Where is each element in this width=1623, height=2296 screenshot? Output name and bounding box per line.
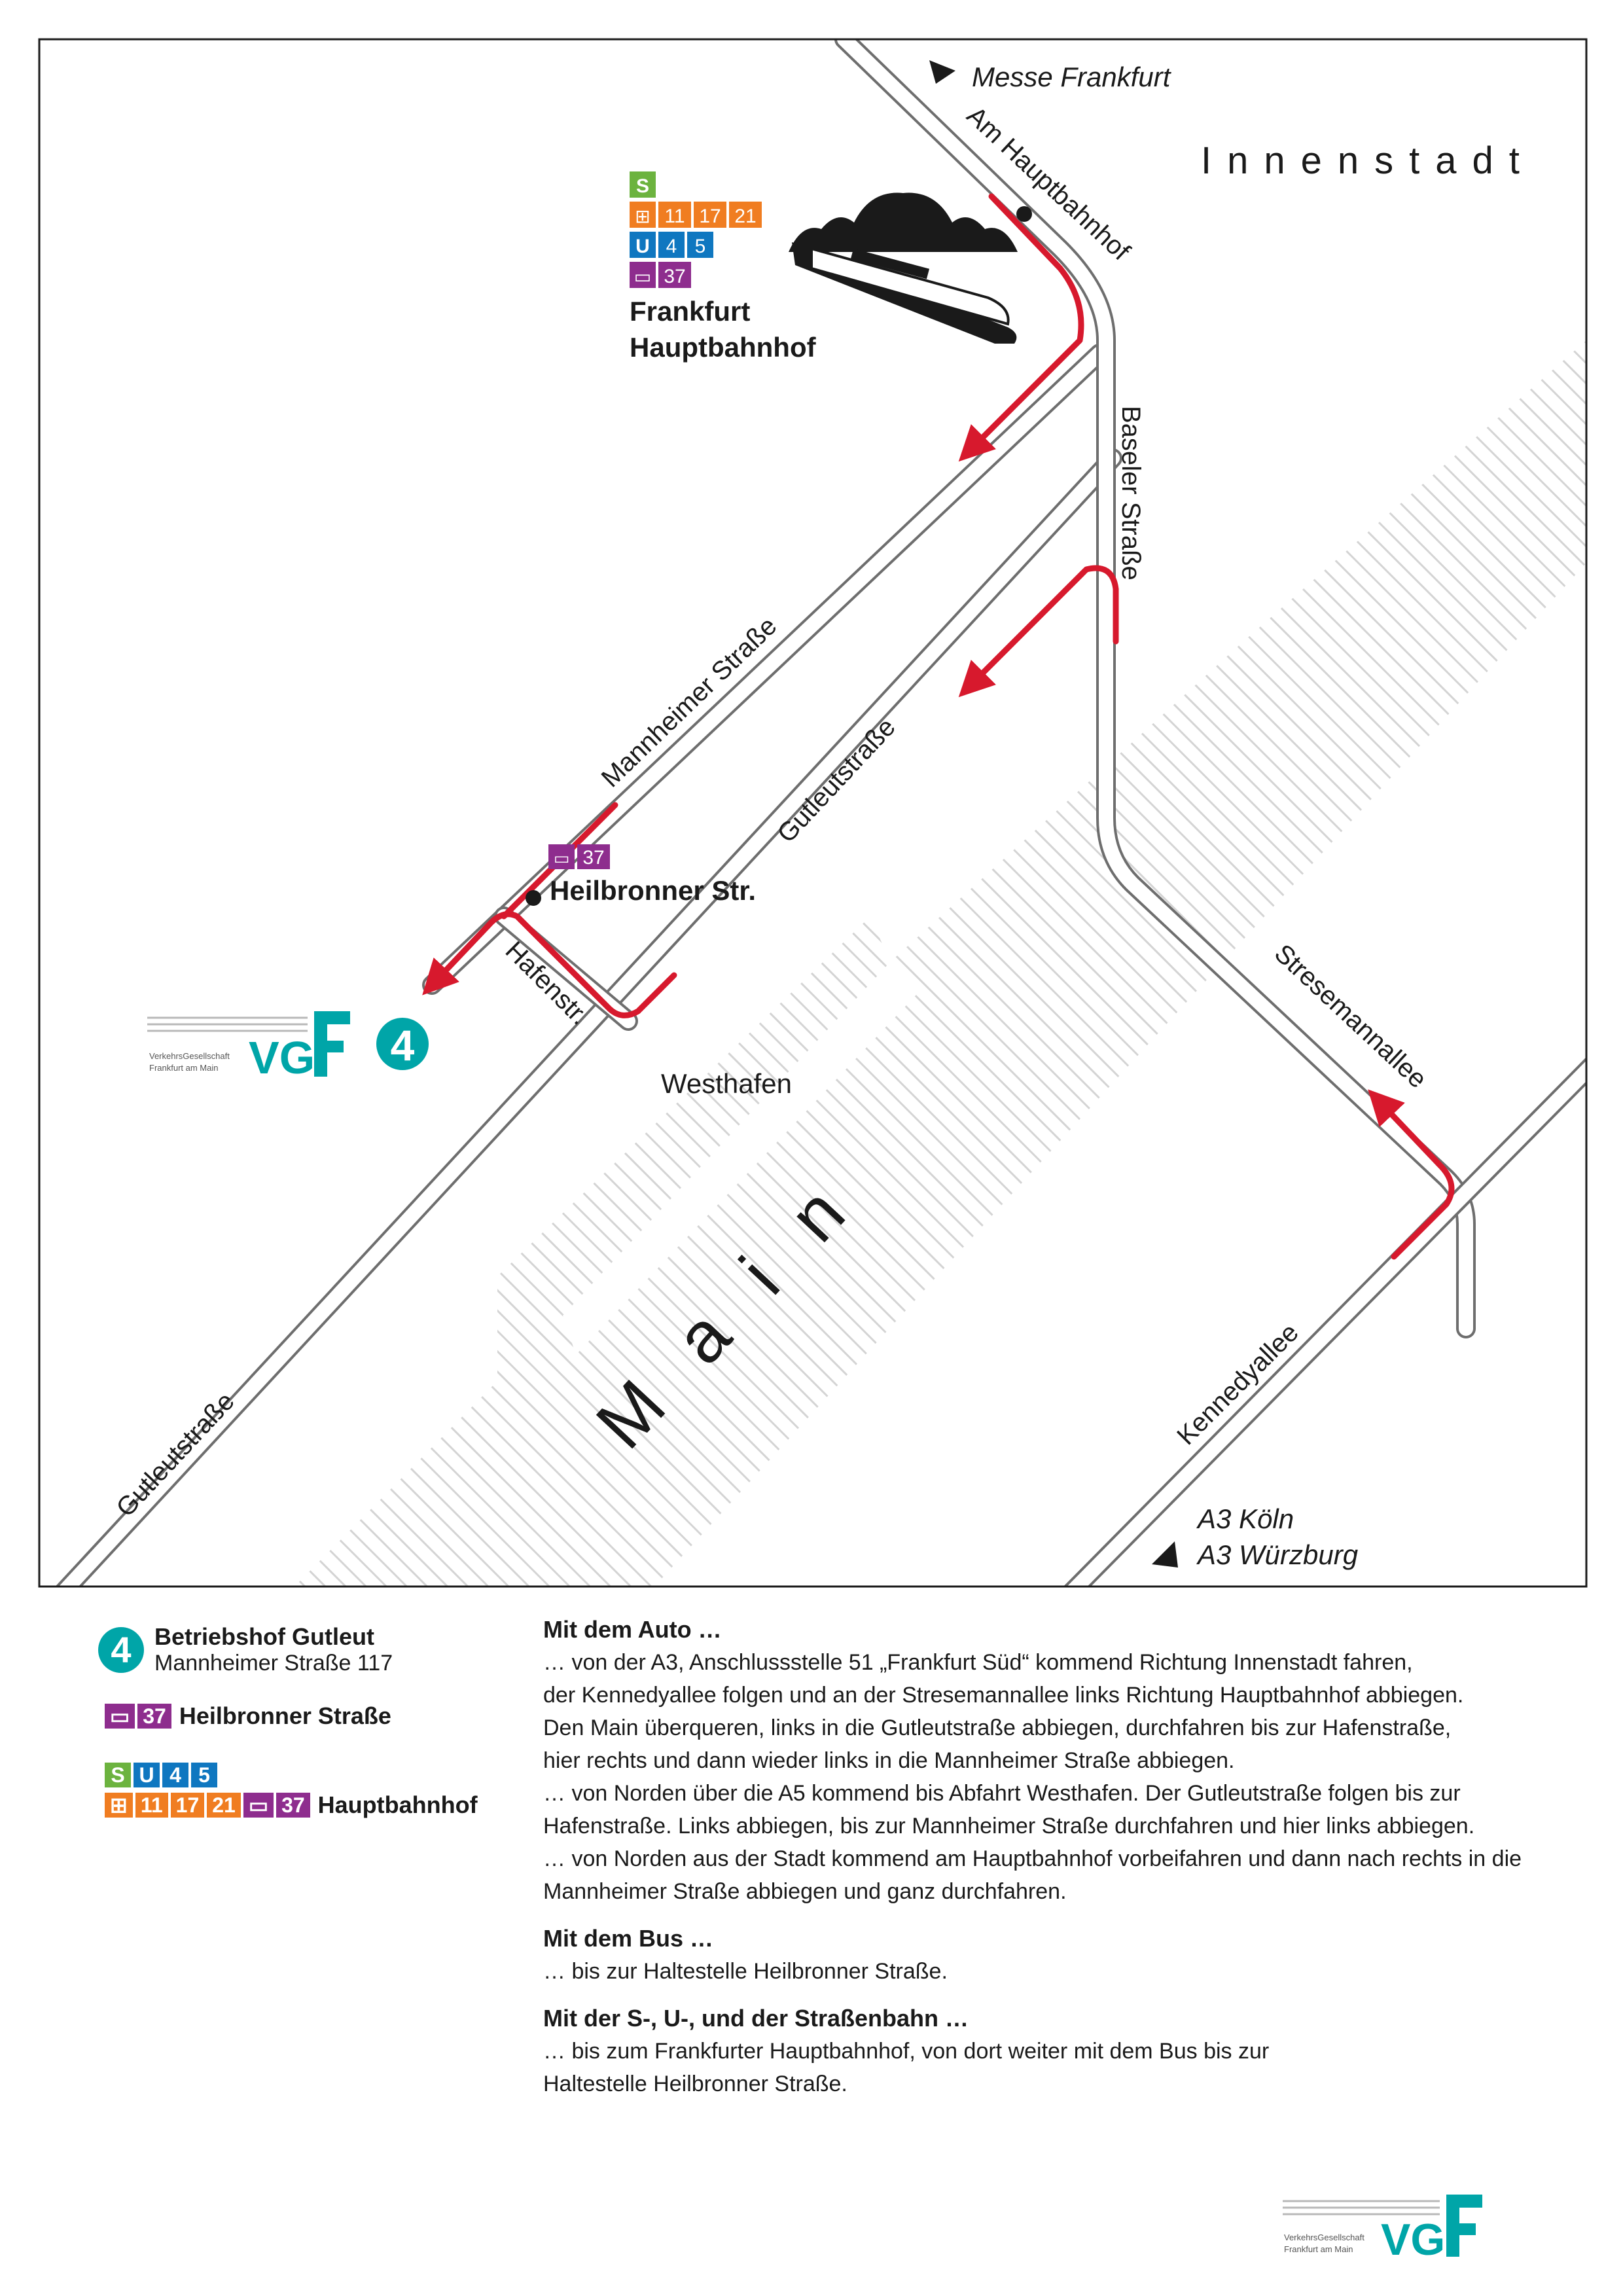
label-heilbronner-str: Heilbronner Str. bbox=[550, 875, 756, 906]
label-gutleutstrasse-lower: Gutleutstraße bbox=[111, 1387, 240, 1522]
arrow-a3-icon bbox=[1152, 1541, 1178, 1568]
stop-dot-hauptbahnhof bbox=[1016, 206, 1032, 222]
legend-bus: ▭ 37 Heilbronner Straße bbox=[105, 1702, 517, 1730]
legend-site-name: Betriebshof Gutleut bbox=[154, 1623, 375, 1650]
legend-tram-17: 17 bbox=[170, 1793, 205, 1818]
legend-u-4: 4 bbox=[162, 1763, 188, 1787]
car-line: … von Norden aus der Stadt kommend am Ha… bbox=[543, 1846, 1522, 1871]
badge-bus-37: 37 bbox=[664, 266, 685, 287]
label-a3-koeln: A3 Köln bbox=[1196, 1503, 1294, 1534]
road-gutleutstrasse bbox=[55, 448, 1122, 1587]
map-logo-line2: Frankfurt am Main bbox=[149, 1063, 218, 1073]
car-line: Den Main überqueren, links in die Gutleu… bbox=[543, 1715, 1452, 1740]
arrow-messe-icon bbox=[929, 60, 955, 84]
route-hauptbahnhof bbox=[958, 193, 1084, 462]
station-name-line2: Hauptbahnhof bbox=[630, 332, 817, 363]
car-line: Mannheimer Straße abbiegen und ganz durc… bbox=[543, 1879, 1067, 1904]
car-text: … von der A3, Anschlussstelle 51 „Frankf… bbox=[543, 1646, 1558, 1908]
legend-station: Hauptbahnhof bbox=[317, 1791, 478, 1818]
badge-tram-11: 11 bbox=[664, 206, 685, 227]
legend-rail-row1: S U 4 5 bbox=[105, 1763, 517, 1787]
bottom-logo-line2: Frankfurt am Main bbox=[1284, 2244, 1353, 2254]
legend-bus-stop: Heilbronner Straße bbox=[179, 1702, 391, 1729]
rail-line: Haltestelle Heilbronner Straße. bbox=[543, 2072, 847, 2096]
rail-heading: Mit der S-, U-, und der Straßenbahn … bbox=[543, 2005, 969, 2032]
road-kennedyallee bbox=[1063, 1056, 1586, 1587]
route-stresemannallee bbox=[1368, 1089, 1455, 1260]
legend-rail-row2: ⊞ 11 17 21 ▭ 37 Hauptbahnhof bbox=[105, 1791, 517, 1819]
legend-u-badge: U bbox=[134, 1763, 160, 1787]
label-innenstadt: Innenstadt bbox=[1201, 139, 1535, 182]
legend-s-badge: S bbox=[105, 1763, 131, 1787]
bottom-logo-mark: VG bbox=[1381, 2215, 1445, 2261]
station-name-line1: Frankfurt bbox=[630, 296, 750, 327]
badge-u: U bbox=[635, 236, 650, 257]
rail-line: … bis zum Frankfurter Hauptbahnhof, von … bbox=[543, 2039, 1270, 2064]
bus-heading: Mit dem Bus … bbox=[543, 1925, 714, 1952]
bus-stop-icon: ▭ bbox=[554, 848, 570, 868]
map-site-marker-number: 4 bbox=[391, 1021, 415, 1069]
legend-bus-line: 37 bbox=[137, 1704, 171, 1729]
route-baseler-gutleut bbox=[958, 565, 1119, 698]
tram-icon: ⊞ bbox=[635, 206, 650, 226]
badge-tram-21: 21 bbox=[734, 206, 756, 227]
river-main bbox=[294, 340, 1586, 1587]
label-messe-frankfurt: Messe Frankfurt bbox=[972, 62, 1172, 92]
legend-tram-icon: ⊞ bbox=[105, 1793, 133, 1818]
label-gutleutstrasse-upper: Gutleutstraße bbox=[772, 713, 901, 848]
legend-tram-21: 21 bbox=[207, 1793, 241, 1818]
badge-s: S bbox=[636, 175, 649, 197]
bus-line: … bis zur Haltestelle Heilbronner Straße… bbox=[543, 1959, 948, 1984]
car-line: … von der A3, Anschlussstelle 51 „Frankf… bbox=[543, 1650, 1413, 1675]
label-a3-wuerzburg: A3 Würzburg bbox=[1196, 1539, 1358, 1570]
legend-site: 4 Betriebshof Gutleut Mannheimer Straße … bbox=[98, 1623, 517, 1676]
map-site-marker bbox=[376, 1018, 429, 1070]
label-mannheimer-strasse: Mannheimer Straße bbox=[596, 611, 783, 793]
legend-tram-11: 11 bbox=[135, 1793, 168, 1818]
car-line: Hafenstraße. Links abbiegen, bis zur Man… bbox=[543, 1814, 1475, 1839]
bottom-logo-line1: VerkehrsGesellschaft bbox=[1284, 2233, 1364, 2242]
badge-u-4: 4 bbox=[666, 236, 677, 257]
legend-u-5: 5 bbox=[191, 1763, 217, 1787]
label-baseler-strasse: Baseler Straße bbox=[1116, 406, 1145, 581]
badge-u-5: 5 bbox=[695, 236, 706, 257]
legend-bus-icon: ▭ bbox=[105, 1704, 135, 1729]
westhafen-basin bbox=[563, 962, 916, 1355]
label-westhafen: Westhafen bbox=[661, 1068, 792, 1099]
legend-site-address: Mannheimer Straße 117 bbox=[154, 1651, 393, 1676]
station-badges: S ⊞ 11 17 21 U 4 5 ▭ 37 bbox=[630, 171, 762, 288]
car-heading: Mit dem Auto … bbox=[543, 1616, 722, 1643]
car-line: … von Norden über die A5 kommend bis Abf… bbox=[543, 1781, 1461, 1806]
legend-bus-icon-2: ▭ bbox=[243, 1793, 274, 1818]
car-line: hier rechts und dann wieder links in die… bbox=[543, 1748, 1235, 1773]
map-logo-line1: VerkehrsGesellschaft bbox=[149, 1051, 230, 1061]
map-vgf-logo: VerkehrsGesellschaft Frankfurt am Main V… bbox=[147, 1011, 350, 1083]
legend-site-marker: 4 bbox=[98, 1626, 144, 1673]
map-frame bbox=[38, 38, 1588, 1588]
legend: 4 Betriebshof Gutleut Mannheimer Straße … bbox=[98, 1623, 517, 1828]
car-line: der Kennedyallee folgen und an der Stres… bbox=[543, 1683, 1464, 1708]
badge-tram-17: 17 bbox=[699, 206, 721, 227]
bus-stop-line-37: 37 bbox=[582, 847, 604, 869]
stop-dot-heilbronner bbox=[526, 890, 541, 906]
bus-icon: ▭ bbox=[634, 266, 651, 287]
route-hafen-mannheimer bbox=[422, 911, 677, 1018]
hauptbahnhof-pictogram-icon bbox=[789, 192, 1018, 344]
map-logo-mark: VG bbox=[249, 1032, 315, 1083]
vgf-logo-bottom: VerkehrsGesellschaft Frankfurt am Main V… bbox=[1283, 2195, 1482, 2261]
label-stresemannallee: Stresemannallee bbox=[1269, 939, 1433, 1094]
directions: Mit dem Auto … … von der A3, Anschlussst… bbox=[543, 1613, 1558, 2100]
legend-bus-line-2: 37 bbox=[276, 1793, 310, 1818]
